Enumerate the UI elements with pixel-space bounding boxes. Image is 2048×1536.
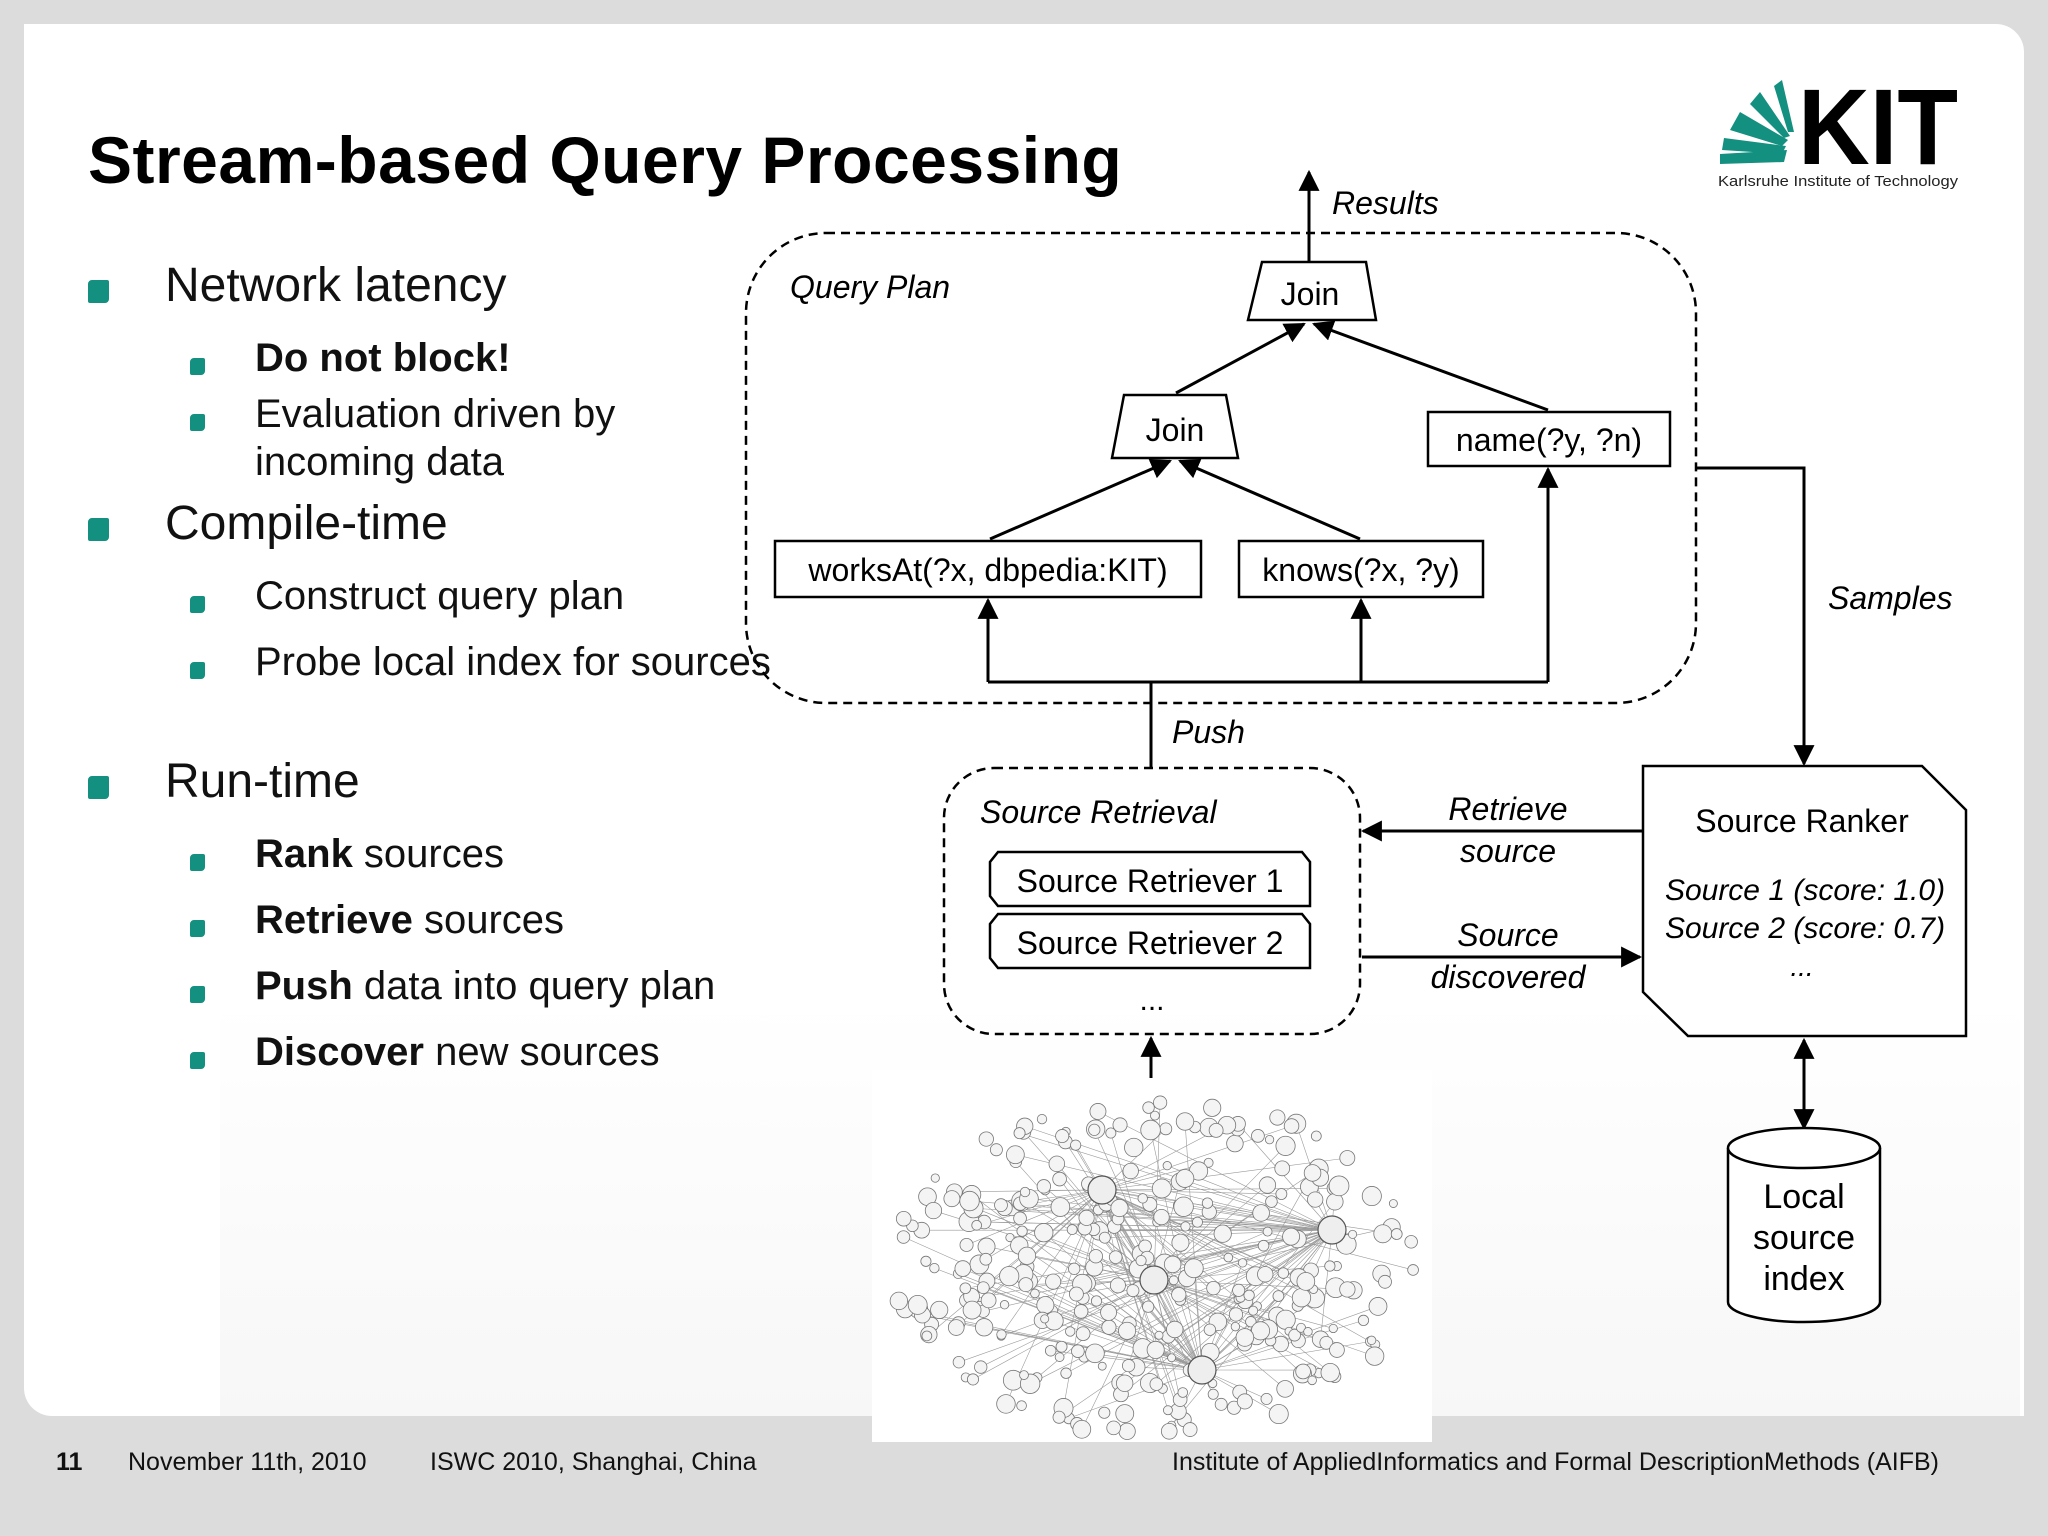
bullet-item-level2: Discover new sources [80,1028,775,1076]
linked-data-cloud-image [872,1070,1432,1442]
retrieve-source-label-line2: source [1460,833,1556,869]
samples-arrow [1696,466,1815,767]
bullet-item-level2: Do not block! [80,334,775,382]
kit-logo-fan [1720,80,1794,164]
bullet-item-level2: Construct query plan [80,572,775,620]
bullet-marker-icon [190,854,205,871]
local-source-index-line2: source [1753,1219,1855,1257]
bullet-marker-icon [88,776,109,799]
bullet-item-level1: Network latency [80,258,865,314]
bullet-text: Construct query plan [255,574,625,618]
retrieve-source-label-line1: Retrieve [1448,791,1567,827]
source-ranker-more: ... [1790,951,1813,982]
bullet-item-level2: Probe local index for sources [80,638,775,686]
join-mid-operator [1110,393,1240,460]
bullet-text: Push [255,964,353,1008]
pattern-name-label: name(?y, ?n) [1456,422,1642,458]
bullet-item-level1: Compile-time [80,496,865,552]
bullet-text: new sources [423,1030,660,1074]
edge-name-topjoin [1312,320,1549,412]
pattern-knows-label: knows(?x, ?y) [1262,552,1459,588]
source-retrieval-label: Source Retrieval [980,794,1217,830]
bullet-text: Do not block! [255,336,511,380]
footer-event: ISWC 2010, Shanghai, China [430,1448,757,1476]
bullet-text: Probe local index for sources [255,640,771,684]
bullet-marker-icon [190,414,205,431]
footer-page-number: 11 [56,1448,83,1476]
bullet-item-level2: Evaluation driven by incoming data [80,390,775,486]
bullet-item-level2: Retrieve sources [80,896,775,944]
source-discovered-label-line1: Source [1457,917,1558,953]
join-top-label: Join [1281,276,1340,312]
bullet-text: Rank [255,832,353,876]
bullet-item-level2: Push data into query plan [80,962,775,1010]
source-ranker-node [1641,764,1968,1038]
kit-logo: KIT Karlsruhe Institute of Technology [1718,74,1959,190]
bullet-marker-icon [190,596,205,613]
bullet-text: Compile-time [165,497,448,550]
pattern-worksat-node [773,539,1203,599]
results-label: Results [1332,185,1439,221]
edge-midjoin-topjoin [1175,322,1306,395]
footer-date: November 11th, 2010 [128,1448,367,1476]
source-ranker-title: Source Ranker [1695,803,1909,839]
local-source-index-node [1726,1126,1882,1324]
source-retrieval-more: ... [1139,984,1164,1017]
bullet-marker-icon [190,920,205,937]
local-source-index-line1: Local [1763,1178,1844,1216]
bullet-marker-icon [190,358,205,375]
join-mid-label: Join [1146,412,1205,448]
source-retriever-2-label: Source Retriever 2 [1017,925,1284,961]
source-retriever-1-node [988,850,1312,908]
source-ranker-entry-1: Source 1 (score: 1.0) [1665,874,1945,907]
kit-logo-tagline: Karlsruhe Institute of Technology [1718,173,1959,190]
kit-logo-mark: KIT [1798,74,1958,187]
bullet-marker-icon [190,986,205,1003]
bullet-text: sources [352,832,504,876]
bullet-marker-icon [190,1052,205,1069]
join-top-operator [1246,260,1378,322]
source-retrieval-boundary [942,766,1362,1036]
bullet-text: Network latency [165,259,507,312]
footer-institute: Institute of AppliedInformatics and Form… [1172,1448,1939,1476]
bullet-text: Retrieve [255,898,413,942]
bullet-text: sources [412,898,565,942]
local-source-index-line3: index [1763,1260,1844,1298]
bullet-marker-icon [190,662,205,679]
edge-worksat-midjoin [989,458,1172,541]
pattern-name-node [1426,410,1672,468]
pattern-knows-node [1237,539,1485,599]
source-retriever-1-label: Source Retriever 1 [1017,863,1284,899]
source-ranker-entry-2: Source 2 (score: 0.7) [1665,912,1945,945]
bullet-marker-icon [88,518,109,541]
slide-title: Stream-based Query Processing [88,123,1123,197]
linked-data-cloud-graph [889,1095,1419,1440]
samples-label: Samples [1828,580,1953,616]
bullet-text: Discover [255,1030,424,1074]
query-plan-label: Query Plan [790,269,950,305]
bullet-item-level2: Rank sources [80,830,775,878]
source-retriever-2-node [988,912,1312,970]
pattern-worksat-label: worksAt(?x, dbpedia:KIT) [807,552,1167,588]
source-discovered-label-line2: discovered [1431,959,1587,995]
bullet-marker-icon [88,280,109,303]
bullet-text: Evaluation driven by incoming data [255,392,616,484]
edge-knows-midjoin [1178,458,1361,541]
bullet-text: data into query plan [352,964,716,1008]
push-label: Push [1172,714,1245,750]
bullet-item-level1: Run-time [80,754,865,810]
bullet-text: Run-time [165,755,360,808]
